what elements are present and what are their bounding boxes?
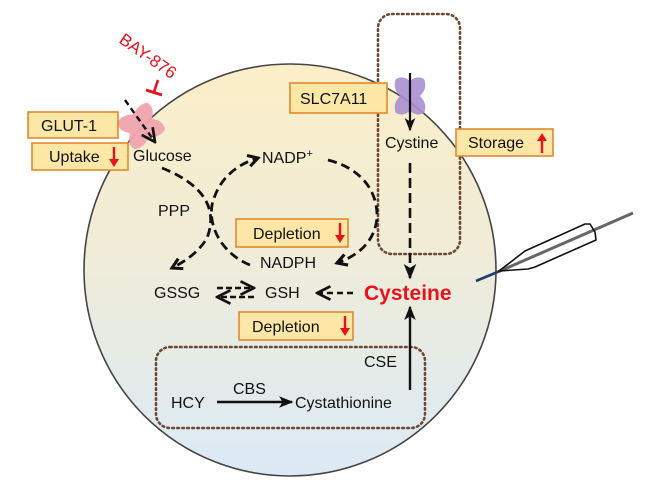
hcy-label: HCY xyxy=(171,395,205,412)
nadph-depletion-box: Depletion xyxy=(235,218,349,248)
gsh-label: GSH xyxy=(265,285,300,302)
inhibition-tbar-icon xyxy=(145,79,163,97)
probe-icon xyxy=(475,211,634,283)
uptake-label: Uptake xyxy=(49,149,100,166)
storage-status-box: Storage xyxy=(455,128,554,157)
ppp-label: PPP xyxy=(158,203,190,220)
nadp-plus-sup: + xyxy=(306,148,312,160)
glut1-label-box: GLUT-1 xyxy=(27,111,119,139)
gssg-label: GSSG xyxy=(154,285,200,302)
nadp-text: NADP xyxy=(262,150,306,167)
cse-label: CSE xyxy=(364,354,397,371)
nadph-to-nadp-arrow xyxy=(210,158,258,267)
nadph-depletion-label: Depletion xyxy=(253,226,321,243)
cystine-label: Cystine xyxy=(385,135,438,152)
slc7a11-label: SLC7A11 xyxy=(300,91,367,108)
cell-body xyxy=(83,63,497,477)
glut1-label: GLUT-1 xyxy=(41,118,97,135)
glut1-channel-icon xyxy=(117,102,165,150)
transsulfuration-box xyxy=(154,345,427,430)
slc7a11-label-box: SLC7A11 xyxy=(289,82,388,114)
arrow-up-icon xyxy=(537,133,547,153)
glucose-label: Glucose xyxy=(133,148,192,165)
arrow-down-icon xyxy=(335,223,345,243)
cystathionine-label: Cystathionine xyxy=(295,395,392,412)
nadp-plus-label: NADP+ xyxy=(262,148,313,167)
arrow-down-icon xyxy=(340,316,350,336)
glucose-import-arrow xyxy=(124,99,155,142)
ppp-glucose-to-gssg-arrow xyxy=(161,166,212,268)
nadph-label: NADPH xyxy=(260,255,316,272)
cysteine-label: Cysteine xyxy=(364,282,452,305)
gsh-depletion-box: Depletion xyxy=(238,311,354,341)
storage-label: Storage xyxy=(468,135,524,152)
cbs-label: CBS xyxy=(233,381,266,398)
bay876-label: BAY-876 xyxy=(116,30,180,83)
arrow-down-icon xyxy=(109,147,119,167)
gsh-depletion-label: Depletion xyxy=(252,319,320,336)
uptake-status-box: Uptake xyxy=(31,142,129,171)
